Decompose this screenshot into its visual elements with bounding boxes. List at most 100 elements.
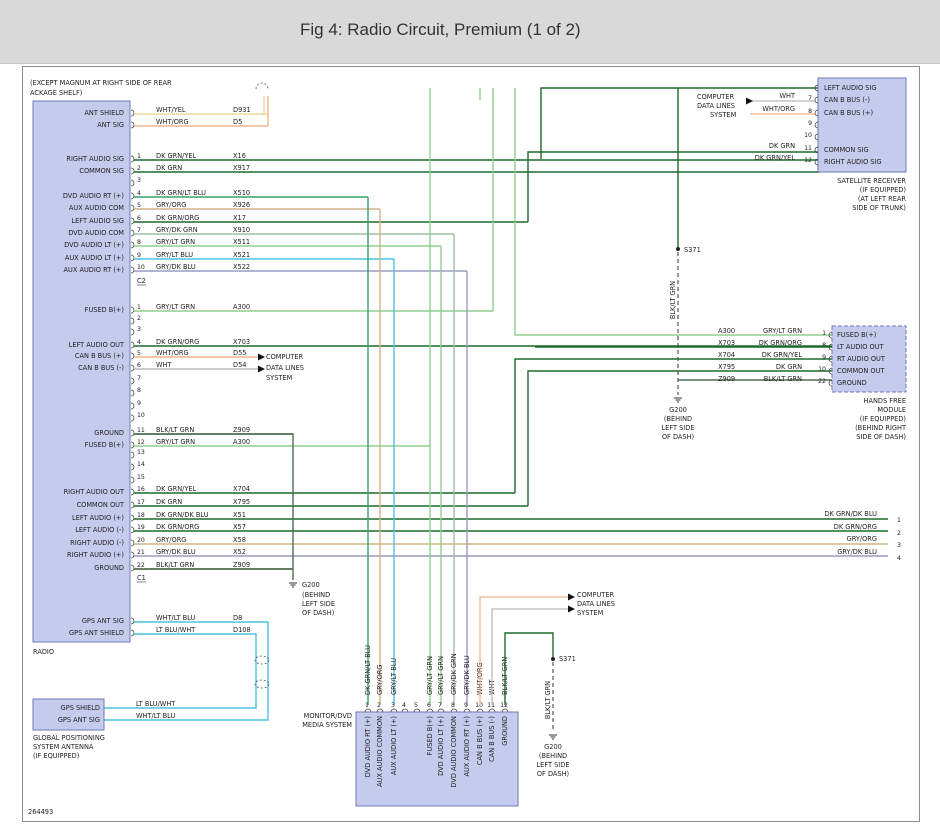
monitor-terminal [501, 708, 509, 713]
monitor-pin-label: CAN B BUS (+) [476, 716, 484, 765]
radio-pin-number: 7 [137, 227, 141, 234]
arrow-icon [746, 97, 753, 105]
radio-pin-number: 1 [137, 153, 141, 160]
computer-data-lines-label: COMPUTER [697, 93, 734, 101]
radio-pin-number: 4 [137, 190, 141, 197]
radio-pin-number: 19 [137, 524, 145, 531]
radio-pin-number: 9 [137, 400, 141, 407]
wire-color-label: WHT/ORG [762, 105, 795, 113]
monitor-pin-label: CAN B BUS (-) [488, 716, 496, 762]
s371-label: S371 [559, 655, 576, 663]
gps-antenna-pin-label: GPS SHIELD [61, 704, 100, 712]
monitor-pin-label: AUX AUDIO COMMON [376, 716, 384, 787]
circuit-id-label: X917 [233, 164, 250, 172]
radio-pin-label: GROUND [94, 564, 124, 572]
radio-terminal [130, 414, 135, 422]
monitor-terminal [390, 708, 398, 713]
radio-pin-number: 9 [137, 252, 141, 259]
radio-terminal [130, 514, 135, 522]
circuit-id-label: D931 [233, 106, 251, 114]
wire-color-label: WHT/LT BLU [136, 712, 175, 720]
radio-pin-label: COMMON OUT [77, 501, 125, 509]
radio-terminal [130, 389, 135, 397]
satellite-pin-number: 10 [804, 132, 812, 139]
hands-free-pin-label: RT AUDIO OUT [837, 355, 886, 363]
satellite-terminal [814, 133, 819, 141]
satellite-caption: (AT LEFT REAR [858, 195, 907, 203]
wire-color-label: DK GRN/YEL [755, 154, 796, 162]
gps-wire [104, 633, 257, 709]
radio-terminal [130, 241, 135, 249]
radio-pin-label: AUX AUDIO RT (+) [64, 266, 125, 274]
circuit-id-label: Z909 [233, 561, 250, 569]
radio-pin-number: 8 [137, 239, 141, 246]
radio-pin-number: 6 [137, 215, 141, 222]
wire-color-label: DK GRN/LT BLU [156, 189, 206, 197]
radio-terminal [130, 254, 135, 262]
wire-color-label: GRY/LT BLU [156, 251, 193, 259]
circuit-id-label: D8 [233, 614, 242, 622]
hands-free-terminal [828, 355, 833, 363]
shield-icon [254, 679, 270, 689]
wire-color-label: WHT/YEL [156, 106, 186, 114]
radio-pin-number: 1 [137, 304, 141, 311]
speaker-ref-number: 1 [897, 517, 901, 524]
radio-terminal [130, 179, 135, 187]
radio-terminal [130, 629, 135, 637]
radio-pin-number: 15 [137, 474, 145, 481]
hands-free-caption: HANDS FREE [864, 397, 906, 405]
hands-free-terminal [828, 331, 833, 339]
radio-pin-label: LEFT AUDIO OUT [69, 341, 125, 349]
circuit-id-label: A300 [233, 438, 250, 446]
hands-free-wire [527, 370, 832, 506]
monitor-terminal [364, 708, 372, 713]
speaker-ref-number: 2 [897, 530, 901, 537]
radio-pin-number: 11 [137, 427, 145, 434]
wire-color-label: DK GRN [156, 498, 182, 506]
satellite-terminal [814, 96, 819, 104]
computer-data-lines-label: DATA LINES [266, 364, 304, 372]
hands-free-pin-number: 22 [818, 378, 826, 385]
radio-terminal [130, 488, 135, 496]
monitor-pin-label: GROUND [501, 716, 509, 746]
hands-free-pin-label: FUSED B(+) [837, 331, 876, 339]
ground-g200-caption: OF DASH) [302, 609, 334, 617]
wire-color-label: DK GRN/ORG [156, 214, 199, 222]
radio-terminal [130, 266, 135, 274]
wire-color-label: GRY/LT GRN [156, 303, 195, 311]
top-note: (EXCEPT MAGNUM AT RIGHT SIDE OF REAR [30, 79, 172, 87]
wire-color-label: GRY/ORG [156, 536, 186, 544]
computer-data-lines-label: DATA LINES [697, 102, 735, 110]
radio-terminal [130, 109, 135, 117]
satellite-wire [527, 151, 820, 222]
monitor-terminal [401, 708, 409, 713]
ground-g200-caption: (BEHIND [302, 591, 330, 599]
circuit-id-label: D54 [233, 361, 246, 369]
s371-wire-label: BLK/LT GRN [544, 681, 552, 719]
radio-pin-label: FUSED B(+) [85, 441, 124, 449]
circuit-id-label: X511 [233, 238, 250, 246]
radio-label: RADIO [33, 648, 54, 656]
circuit-id-label: Z909 [233, 426, 250, 434]
ground-g200-label: G200 [669, 406, 687, 414]
arrow-icon [258, 365, 265, 373]
top-note: ACKAGE SHELF) [30, 89, 82, 97]
gps-antenna-module [32, 698, 105, 731]
hands-free-pin-label: COMMON OUT [837, 367, 885, 375]
circuit-id-label: D108 [233, 626, 251, 634]
radio-terminal [130, 617, 135, 625]
monitor-can-wire [479, 596, 568, 705]
satellite-wire [540, 87, 820, 159]
radio-pin-label: AUX AUDIO COM [69, 204, 124, 212]
radio-terminal [130, 306, 135, 314]
circuit-id-label: X522 [233, 263, 250, 271]
wire-color-label: WHT [779, 92, 795, 100]
radio-pin-label: DVD AUDIO RT (+) [63, 192, 124, 200]
ground-g200-label: G200 [302, 581, 320, 589]
circuit-id-label: X704 [718, 351, 735, 359]
radio-pin-number: 20 [137, 537, 145, 544]
radio-terminal [130, 155, 135, 163]
wire-color-label: GRY/DK BLU [156, 263, 196, 271]
monitor-terminal [476, 708, 484, 713]
wire-color-label: GRY/LT GRN [763, 327, 802, 335]
